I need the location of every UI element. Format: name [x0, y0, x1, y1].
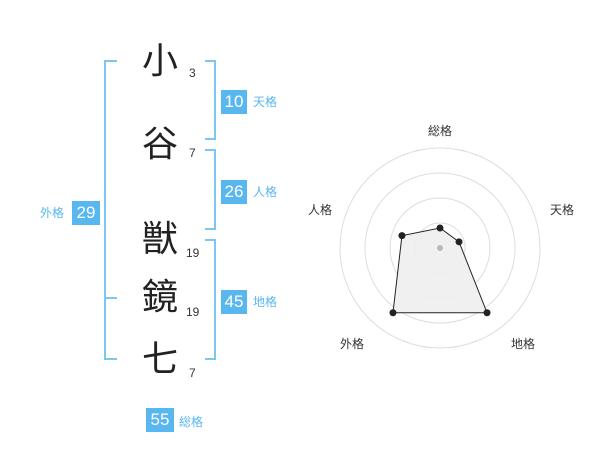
radar-axis-label-gaikaku: 外格	[340, 337, 365, 351]
jinkaku-label: 人格	[253, 185, 278, 199]
stroke-count-5: 7	[189, 366, 196, 380]
radar-axis-label-tenkaku: 天格	[550, 203, 575, 217]
gaikaku-label: 外格	[40, 206, 65, 220]
jinkaku-bracket	[205, 149, 216, 230]
name-char-4: 鏡	[141, 277, 178, 318]
chikaku-label: 地格	[253, 295, 278, 309]
stroke-count-1: 3	[189, 66, 196, 80]
tenkaku-bracket	[205, 60, 216, 140]
stroke-count-3: 19	[186, 246, 200, 260]
tenkaku-value-badge: 10	[221, 90, 247, 114]
stroke-count-4: 19	[186, 305, 200, 319]
name-char-1: 小	[141, 41, 178, 82]
radar-axis-label-soukaku: 総格	[428, 124, 453, 138]
jinkaku-value-badge: 26	[221, 180, 247, 204]
radar-ring	[339, 147, 541, 349]
radar-point-3	[483, 309, 491, 317]
gaikaku-value-badge: 29	[72, 201, 100, 225]
radar-polygon	[392, 227, 488, 314]
soukaku-value-badge: 55	[146, 408, 174, 432]
chikaku-value-badge: 45	[221, 290, 247, 314]
radar-ring	[364, 172, 516, 324]
name-char-3: 獣	[141, 219, 178, 260]
radar-point-1	[436, 224, 444, 232]
tenkaku-label: 天格	[253, 95, 278, 109]
gaikaku-bracket	[104, 60, 117, 360]
name-char-2: 谷	[141, 124, 178, 165]
radar-point-2	[455, 238, 463, 246]
chikaku-bracket	[205, 239, 216, 360]
radar-point-4	[389, 309, 397, 317]
soukaku-label: 総格	[179, 415, 204, 429]
stroke-count-2: 7	[189, 146, 196, 160]
name-char-5: 七	[141, 339, 178, 380]
radar-axis-label-chikaku: 地格	[511, 337, 536, 351]
radar-point-5	[398, 232, 406, 240]
radar-axis-label-jinkaku: 人格	[308, 203, 333, 217]
radar-center-dot	[437, 245, 443, 251]
